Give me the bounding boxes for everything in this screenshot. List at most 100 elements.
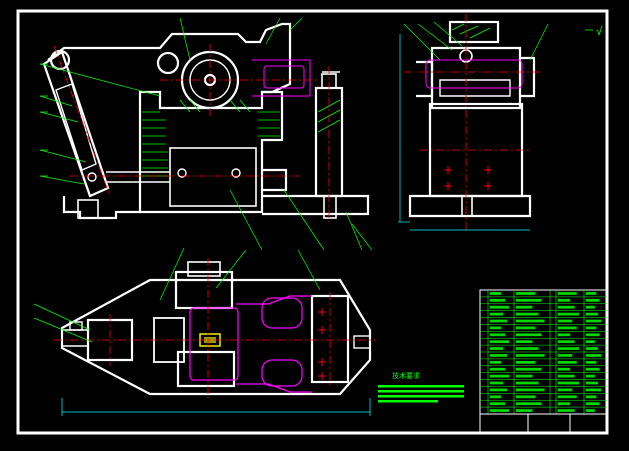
tilted-link — [42, 50, 110, 198]
bom-cell-text — [558, 347, 579, 350]
bom-cell-text — [586, 409, 595, 412]
drawing-frame — [16, 9, 609, 435]
title-block-frame — [479, 413, 608, 434]
top-hidden-links — [236, 295, 312, 393]
side-leader-4 — [529, 23, 549, 61]
idler-wheel — [156, 51, 180, 75]
bom-cell-text — [490, 312, 503, 316]
bom-cell-text — [558, 395, 577, 399]
top-cross-2 — [318, 326, 326, 334]
bom-cell-text — [516, 354, 545, 357]
bom-cell-text — [586, 388, 602, 392]
bom-cell-text — [558, 354, 573, 357]
clamp-rod-end — [262, 168, 288, 192]
leader-11 — [345, 211, 363, 251]
bom-cell-text — [586, 305, 595, 309]
side-view-hidden — [425, 59, 523, 89]
leader-6 — [179, 17, 191, 61]
hatch-body-right — [258, 111, 280, 137]
bom-cell-text — [558, 340, 575, 344]
top-right-stud — [353, 335, 371, 349]
bom-cell-text — [490, 319, 507, 323]
leader-ticks — [40, 63, 48, 177]
bom-cell-text — [586, 292, 597, 295]
bom-cell-text — [586, 354, 602, 357]
side-view-centerlines — [404, 14, 540, 230]
side-base — [408, 194, 532, 218]
side-view — [408, 20, 536, 218]
top-leader-2 — [33, 317, 93, 343]
leader-5 — [39, 175, 85, 185]
bom-cell-text — [516, 395, 536, 399]
bom-cell-text — [558, 388, 573, 392]
bom-cell-text — [516, 367, 542, 371]
body-hole-1 — [177, 168, 187, 178]
bom-cell-text — [490, 326, 501, 330]
leader-3 — [39, 111, 79, 123]
bom-cell-text — [586, 326, 597, 330]
side-view-hatching — [451, 23, 491, 39]
bom-cell-text — [490, 298, 505, 302]
bom-cell-text — [586, 298, 600, 302]
bom-cell-text — [558, 326, 577, 330]
leader-12 — [351, 223, 373, 251]
bom-cell-text — [516, 298, 542, 302]
side-cross-1 — [444, 166, 452, 174]
tech-req-line-4 — [378, 400, 438, 403]
bom-cell-text — [516, 312, 539, 316]
leader-2 — [39, 95, 73, 107]
side-base-bolt — [461, 195, 473, 217]
leader-9 — [229, 189, 263, 251]
bom-cell-text — [558, 298, 571, 302]
tilted-link-inner — [55, 83, 97, 171]
top-cross-3 — [318, 358, 326, 366]
bom-cell-text — [490, 354, 507, 357]
hidden-slot — [263, 65, 305, 89]
tech-req-line-1 — [378, 385, 464, 388]
top-view-hidden — [189, 295, 312, 393]
bom-cell-text — [490, 340, 509, 344]
side-cross-2 — [484, 166, 492, 174]
bom-cell-text — [558, 409, 575, 412]
bom-cell-text — [516, 326, 536, 330]
side-cross-3 — [444, 182, 452, 190]
bom-cell-text — [558, 333, 571, 337]
bom-cell-text — [586, 340, 595, 344]
top-view-dimensions — [61, 398, 371, 416]
side-hidden-slot — [425, 59, 523, 89]
front-view-leaders — [39, 17, 373, 251]
cylinder-base-bolt — [323, 195, 337, 219]
bom-cell-text — [586, 319, 602, 323]
bom-cell-text — [558, 319, 573, 323]
bom-cell-text — [516, 319, 545, 323]
bom-cell-text — [516, 388, 545, 392]
bom-cell-text — [558, 305, 575, 309]
bom-cell-text — [516, 381, 539, 385]
top-leader-5 — [297, 249, 321, 291]
front-view-centerlines — [53, 44, 330, 222]
top-cross-4 — [318, 372, 326, 380]
technical-requirements-title: 技术要求 — [392, 371, 420, 380]
bom-cell-text — [490, 292, 501, 295]
side-slider — [439, 79, 511, 97]
top-view-centerlines — [54, 258, 376, 398]
front-view-hidden — [252, 59, 311, 97]
side-right-lug — [520, 56, 536, 98]
side-hatch-top — [451, 23, 491, 39]
top-cross-1 — [318, 308, 326, 316]
base-foot-left — [77, 199, 99, 219]
bom-cell-text — [558, 381, 579, 385]
leader-1 — [39, 63, 161, 97]
leader-8 — [289, 17, 303, 31]
bom-cell-text — [586, 312, 598, 316]
bom-cell-text — [490, 388, 507, 392]
body-cavity — [169, 147, 257, 207]
bom-cell-text — [516, 347, 539, 350]
bom-cell-text — [516, 360, 536, 364]
tech-req-line-2 — [378, 390, 464, 393]
leader-4 — [39, 149, 87, 163]
bom-cell-text — [586, 333, 600, 337]
bom-cell-text — [586, 347, 598, 350]
technical-requirements-block: 技术要求 — [378, 371, 464, 403]
bom-cell-text — [516, 340, 533, 344]
